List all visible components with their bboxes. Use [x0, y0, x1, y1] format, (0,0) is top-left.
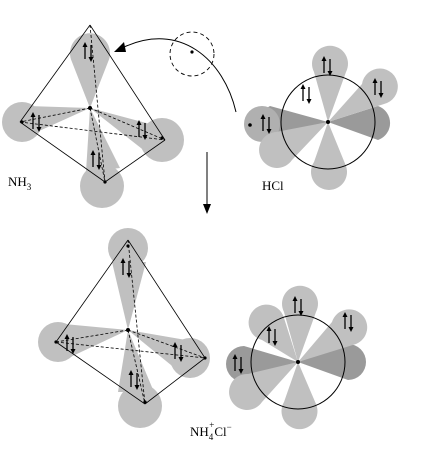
chloride-ion: [226, 285, 368, 430]
reaction-arrow: [203, 152, 211, 214]
hcl-label: HCl: [262, 178, 284, 193]
nh4-ion: [38, 228, 210, 428]
product-label: NH4+Cl−: [190, 420, 232, 442]
nh3-molecule: [2, 24, 184, 208]
nh3-label: NH3: [8, 174, 32, 192]
hcl-molecule: [244, 45, 398, 190]
proton-transfer-arrow: [114, 31, 237, 113]
